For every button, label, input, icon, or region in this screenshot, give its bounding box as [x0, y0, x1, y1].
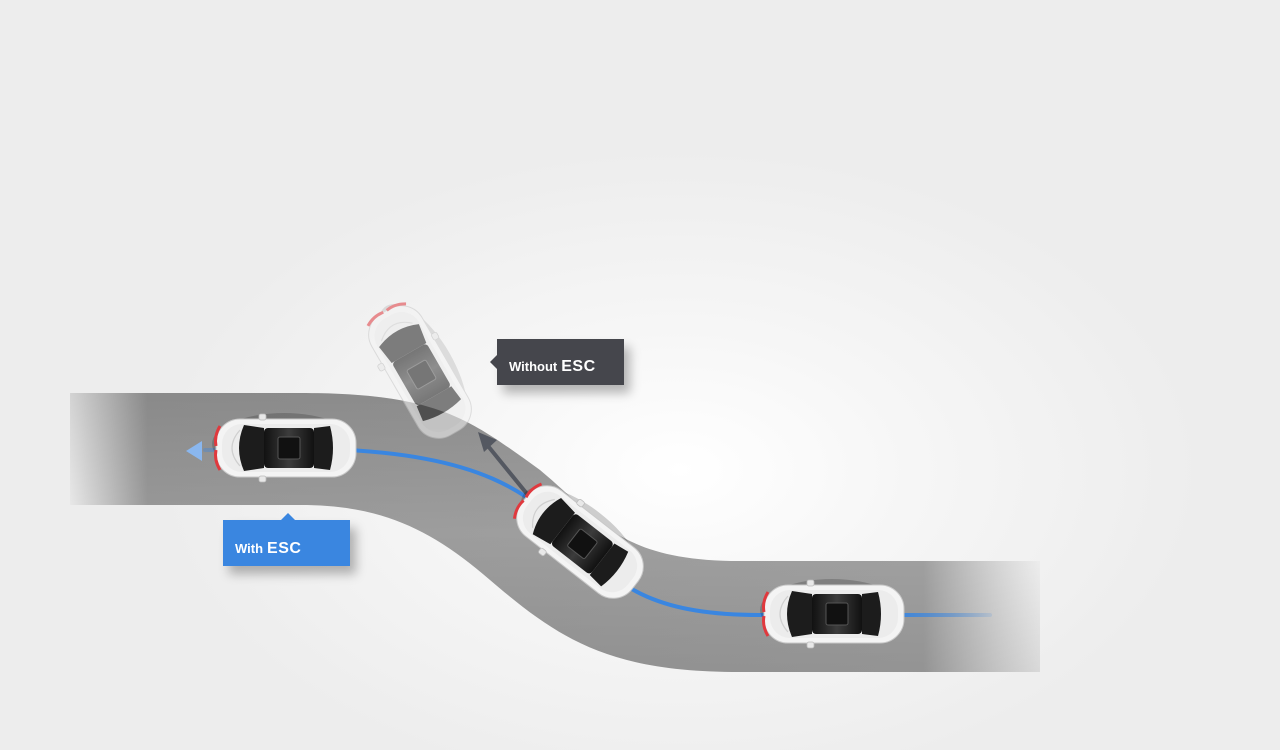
without-esc-path: [486, 444, 534, 502]
car-top-view-icon-with-esc: [210, 411, 358, 484]
arrow-up-left-icon: [478, 432, 497, 452]
without-esc-suffix: ESC: [561, 358, 596, 375]
car-top-view-icon-start: [758, 577, 906, 650]
with-esc-suffix: ESC: [267, 540, 302, 557]
with-esc-prefix: With: [235, 541, 264, 556]
without-esc-prefix: Without: [509, 359, 558, 374]
arrow-left-icon: [186, 441, 202, 461]
